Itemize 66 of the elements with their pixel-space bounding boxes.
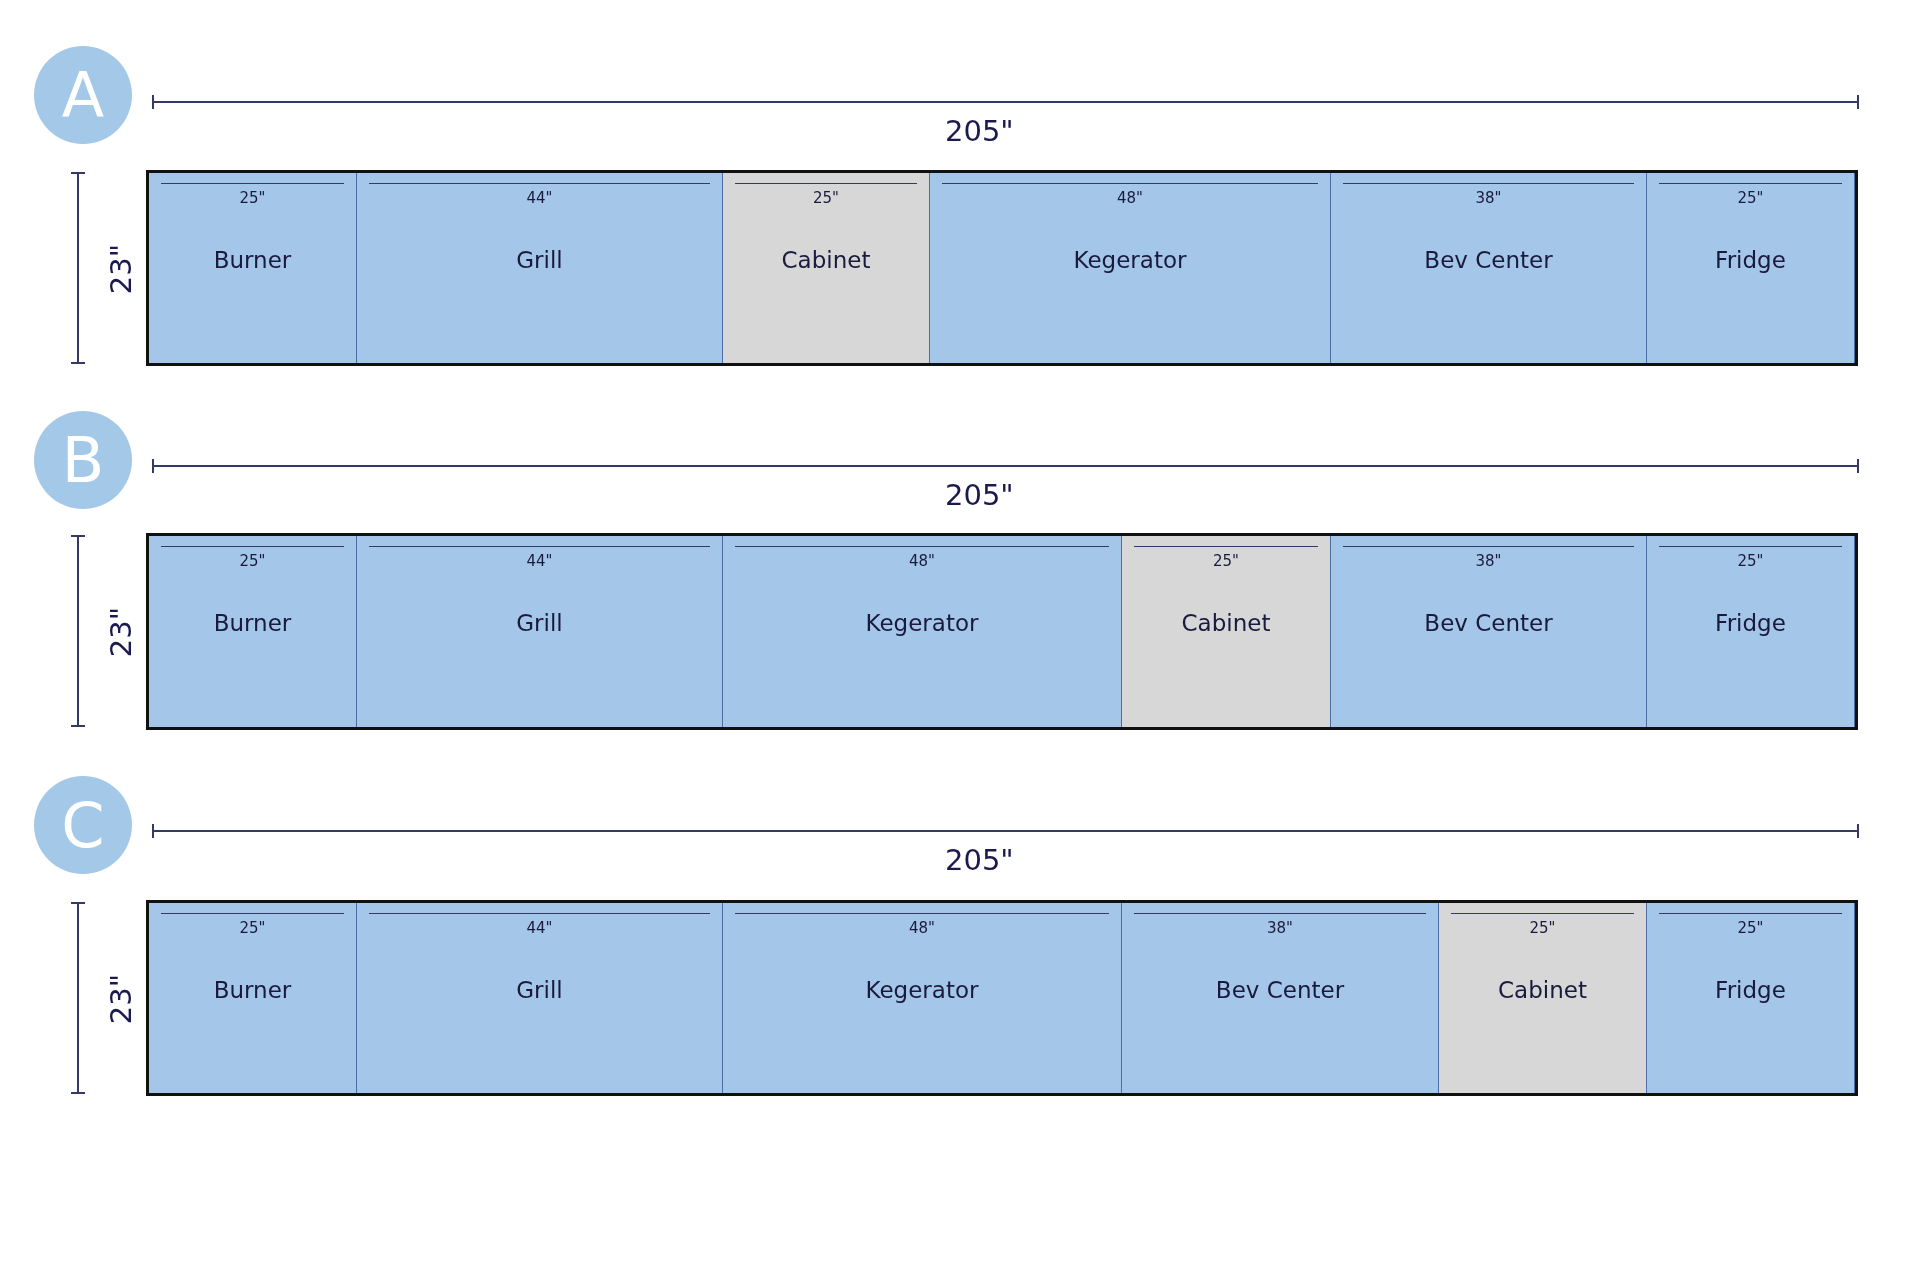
appliance-module <box>1439 903 1647 1093</box>
module-label: Cabinet <box>780 247 872 273</box>
counter-outline <box>146 533 1858 730</box>
module-label: Bev Center <box>1423 610 1554 636</box>
dimension-label: 23" <box>104 973 139 1025</box>
appliance-module <box>357 173 723 363</box>
module-label: Fridge <box>1714 977 1787 1003</box>
dimension-label: 205" <box>945 843 1014 877</box>
module-label: Kegerator <box>1072 247 1188 273</box>
counter-outline <box>146 170 1858 366</box>
section-marker: B <box>34 411 132 509</box>
dimension-label: 48" <box>908 919 936 937</box>
dimension-label: 48" <box>908 552 936 570</box>
module-label: Kegerator <box>864 610 980 636</box>
appliance-module <box>1331 173 1647 363</box>
dimension-label: 205" <box>945 114 1014 148</box>
appliance-module <box>723 173 930 363</box>
appliance-module <box>357 903 723 1093</box>
appliance-module <box>1331 536 1647 727</box>
appliance-module <box>1647 536 1855 727</box>
module-label: Grill <box>515 610 564 636</box>
dimension-label: 25" <box>1736 189 1765 207</box>
appliance-module <box>149 903 357 1093</box>
dimension-label: 44" <box>525 919 554 937</box>
appliance-module <box>357 536 723 727</box>
module-label: Burner <box>212 247 293 273</box>
module-label: Grill <box>515 977 564 1003</box>
appliance-module <box>149 173 357 363</box>
dimension-label: 25" <box>1212 552 1240 570</box>
module-label: Bev Center <box>1214 977 1346 1003</box>
dimension-label: 25" <box>1736 552 1765 570</box>
dimension-label: 25" <box>1528 919 1557 937</box>
dimension-label: 44" <box>525 552 554 570</box>
module-label: Cabinet <box>1497 977 1588 1003</box>
dimension-label: 25" <box>238 919 267 937</box>
dimension-label: 205" <box>945 478 1014 512</box>
dimension-label: 25" <box>238 552 267 570</box>
dimension-label: 38" <box>1474 552 1503 570</box>
dimension-label: 23" <box>104 243 139 295</box>
appliance-module <box>723 903 1122 1093</box>
appliance-module <box>1122 903 1439 1093</box>
dimension-label: 38" <box>1266 919 1294 937</box>
section-marker: C <box>34 776 132 874</box>
appliance-module <box>1647 903 1855 1093</box>
dimension-label: 23" <box>104 606 139 658</box>
dimension-label: 25" <box>238 189 267 207</box>
module-label: Fridge <box>1714 610 1787 636</box>
module-label: Kegerator <box>864 977 980 1003</box>
module-label: Burner <box>212 610 293 636</box>
counter-outline <box>146 900 1858 1096</box>
module-label: Cabinet <box>1180 610 1272 636</box>
appliance-module <box>930 173 1331 363</box>
module-label: Burner <box>212 977 293 1003</box>
module-label: Fridge <box>1714 247 1787 273</box>
dimension-label: 38" <box>1474 189 1503 207</box>
appliance-module <box>723 536 1122 727</box>
module-label: Bev Center <box>1423 247 1554 273</box>
dimension-label: 48" <box>1116 189 1144 207</box>
dimension-label: 25" <box>1736 919 1765 937</box>
dimension-label: 25" <box>812 189 840 207</box>
section-marker: A <box>34 46 132 144</box>
dimension-label: 44" <box>525 189 554 207</box>
appliance-module <box>149 536 357 727</box>
module-label: Grill <box>515 247 564 273</box>
appliance-module <box>1647 173 1855 363</box>
appliance-module <box>1122 536 1331 727</box>
